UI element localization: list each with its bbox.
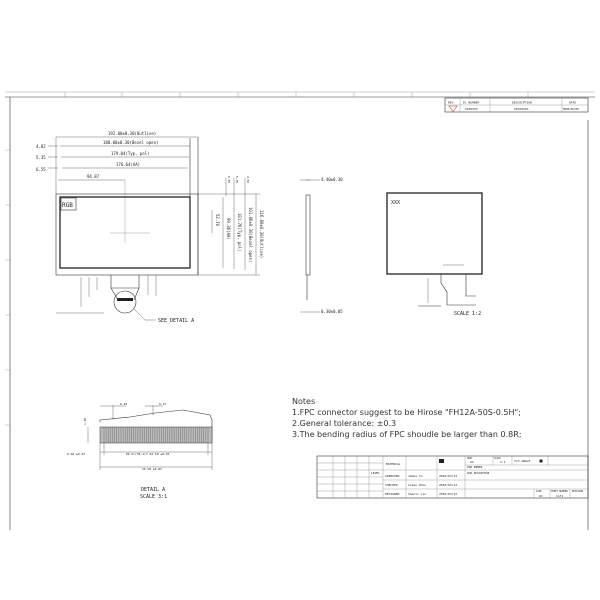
- detail-a-circle: [113, 290, 137, 314]
- dim-right-top-2: 5.35: [235, 176, 239, 183]
- dim-left-1: 4.82: [36, 144, 46, 149]
- notes: Notes 1.FPC connector suggest to be Hiro…: [292, 397, 522, 439]
- note-3: 3.The bending radius of FPC shoudle be l…: [292, 430, 522, 439]
- revision-triangle-icon: [448, 105, 458, 113]
- designed-date: 2010/03/13: [439, 492, 457, 496]
- dim-total: 25.50 ±0.03: [142, 467, 162, 471]
- note-1: 1.FPC connector suggest to be Hirose "FH…: [292, 408, 521, 417]
- part-description-label: PART DESCRIPTION: [467, 472, 490, 475]
- approved-date: 2010/03/13: [439, 474, 457, 478]
- sheet-label: SHEET NUMBER: [551, 490, 568, 493]
- dim-bezel-width: 180.00±0.30(Bezel open): [103, 140, 158, 145]
- front-view: RGB 192.00±0.30(Outline) 180.00±0.30(Bez…: [36, 131, 264, 324]
- note-2: 2.General tolerance: ±0.3: [292, 419, 396, 428]
- dim-thickness: 4.40±0.30: [321, 177, 343, 182]
- dim-aa-height: 99.36(AA): [226, 218, 231, 240]
- unit-label: UNIT: [467, 457, 473, 460]
- dim-right-top-1: 6.55: [227, 176, 231, 183]
- see-detail-a-callout: SEE DETAIL A: [158, 318, 194, 324]
- side-view: 4.40±0.30 0.30±0.05: [300, 177, 343, 314]
- ec-number-value: XXXXXXX: [465, 107, 478, 111]
- description-value: XXXXXXXX: [514, 107, 529, 111]
- size-value: A3: [539, 494, 543, 498]
- dim-right-top-3: 4.82: [246, 176, 250, 183]
- part-number-label: PART NUMBER: [467, 466, 483, 469]
- outline: [55, 193, 199, 276]
- detail-title: DETAIL A: [141, 487, 165, 493]
- dim-center-y: 52.70: [215, 214, 220, 227]
- back-view: XXX SCALE 1:2: [386, 192, 483, 317]
- ec-number-header: EC NUMBER: [463, 101, 479, 105]
- level-label: LEVEL: [371, 471, 380, 475]
- dim-finger-width: 0.25: [120, 402, 127, 406]
- dim-center-x: 94.87: [87, 174, 100, 179]
- detail-scale: SCALE 3:1: [140, 494, 167, 500]
- fpc-tail: [110, 275, 140, 301]
- dim-outline-width: 192.00±0.30(Outline): [108, 131, 156, 136]
- revision-label: REVISION: [572, 490, 584, 493]
- description-header: DESCRIPTION: [512, 101, 532, 105]
- sheet-frame: [5, 91, 595, 530]
- designed-name: Shaoli Liu: [408, 492, 426, 496]
- notes-heading: Notes: [292, 397, 315, 406]
- checked-name: Cosmo Zhou: [408, 483, 426, 487]
- dim-aa-width: 176.64(AA): [116, 162, 140, 167]
- dim-edge: 0.50 ±0.03: [67, 452, 85, 456]
- date-header: DATE: [569, 101, 576, 105]
- rgb-logo: RGB: [62, 202, 73, 209]
- dim-pol-height: 101.76(Typ. pol): [237, 213, 242, 252]
- date-value: 0000/00/00: [563, 107, 579, 111]
- revision-table: REV EC NUMBER DESCRIPTION DATE XXXXXXX X…: [444, 97, 589, 113]
- dim-finger-gap: 0.15: [159, 402, 166, 406]
- material-label: MATERIAL: [386, 462, 401, 466]
- fpc-contacts: [117, 298, 133, 301]
- detail-a: 0.25 0.15 1.00 0.50 ±0.03 P0.5×(50-1)= 2…: [67, 402, 213, 500]
- dim-fpc-thickness: 0.30±0.05: [321, 309, 343, 314]
- dim-outline-height: 116.80±0.30(Outline): [259, 210, 264, 258]
- checked-date: 2010/03/13: [439, 483, 457, 487]
- designed-role: DESIGNED: [385, 492, 400, 496]
- dim-bezel-height: 101.86±0.30(Bezel open): [248, 207, 253, 262]
- dim-left-3: 6.55: [36, 167, 46, 172]
- back-view-scale: SCALE 1:2: [454, 311, 481, 317]
- projection-angle: 3rd ANGLE: [514, 459, 530, 463]
- company-logo: [439, 459, 444, 463]
- unit-value: mm: [470, 460, 474, 464]
- dim-pol-width: 179.04(Typ. pol): [111, 151, 150, 156]
- dim-finger-height: 1.00: [83, 418, 87, 425]
- size-label: SIZE: [536, 490, 542, 493]
- scale-value: 1:1: [500, 460, 506, 464]
- back-label: XXX: [391, 200, 400, 206]
- sheet-value: 1of1: [556, 494, 563, 498]
- rev-header: REV: [448, 101, 454, 105]
- projection-symbol-icon: [539, 459, 543, 463]
- dim-left-2: 5.35: [36, 155, 46, 160]
- approved-name: James Yu: [408, 474, 423, 478]
- checked-role: CHECKED: [385, 483, 398, 487]
- scale-label: SCALE: [494, 457, 502, 460]
- title-block: MATERIAL LEVEL APPROVED James Yu 2010/03…: [316, 455, 589, 499]
- approved-role: APPROVED: [385, 474, 400, 478]
- dim-pitch: P0.5×(50-1)= 24.50 ±0.03: [126, 452, 170, 456]
